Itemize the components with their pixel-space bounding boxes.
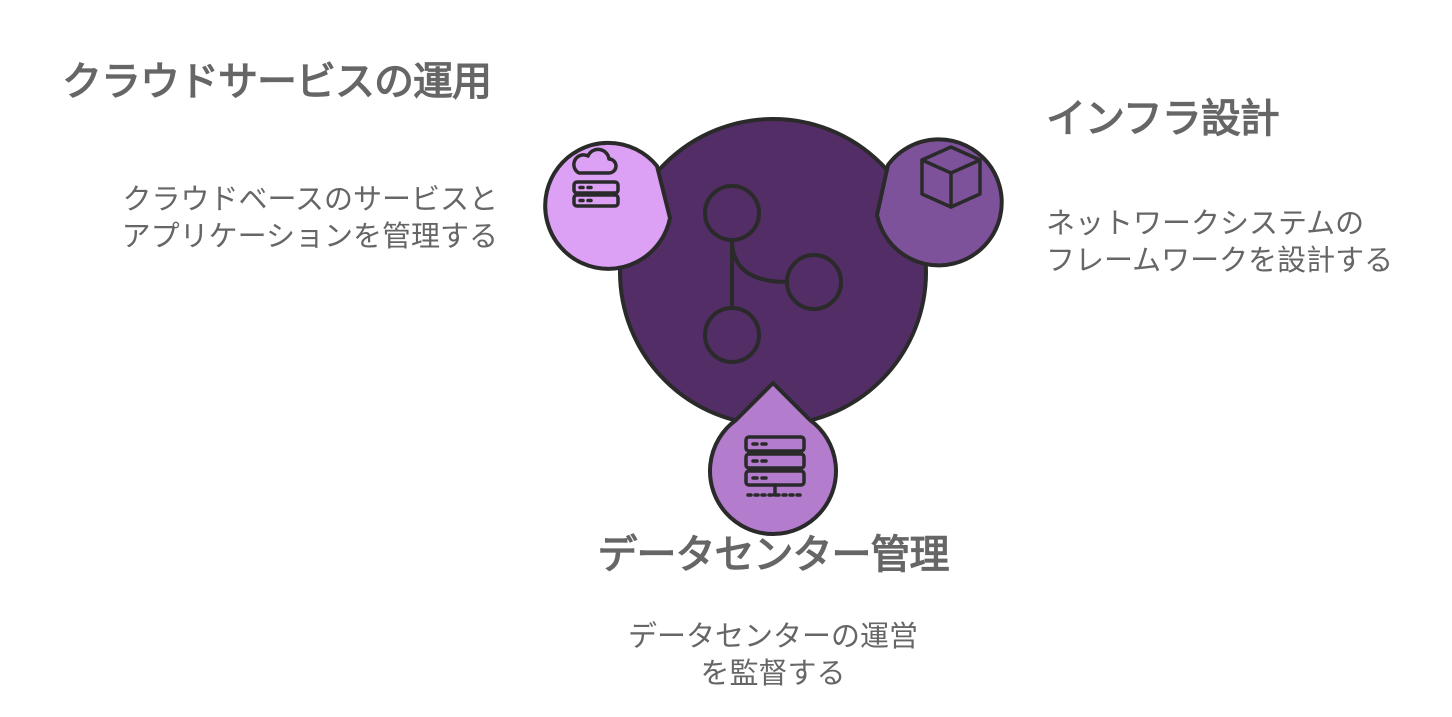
infra-title: インフラ設計 <box>1046 96 1280 142</box>
cloud-description-line2: アプリケーションを管理する <box>121 219 498 253</box>
infra-description-line1: ネットワークシステムの <box>1046 206 1365 240</box>
cloud-title: クラウドサービスの運用 <box>62 59 492 105</box>
server-rack-icon <box>744 435 806 497</box>
cloud-server-icon <box>572 147 620 208</box>
cloud-description: クラウドベースのサービスと アプリケーションを管理する <box>122 181 498 255</box>
infra-description-line2: フレームワークを設計する <box>1046 243 1394 277</box>
infra-description: ネットワークシステムの フレームワークを設計する <box>1046 205 1393 279</box>
git-branch-icon <box>703 184 843 364</box>
cube-icon <box>920 145 982 209</box>
center-circle <box>618 117 928 427</box>
datacenter-node <box>708 381 838 536</box>
datacenter-description-line2: を監督する <box>700 656 846 690</box>
datacenter-title: データセンター管理 <box>597 532 950 578</box>
datacenter-description-line1: データセンターの運営 <box>627 619 918 653</box>
datacenter-description: データセンターの運営 を監督する <box>573 618 973 692</box>
cloud-description-line1: クラウドベースのサービスと <box>122 182 498 216</box>
